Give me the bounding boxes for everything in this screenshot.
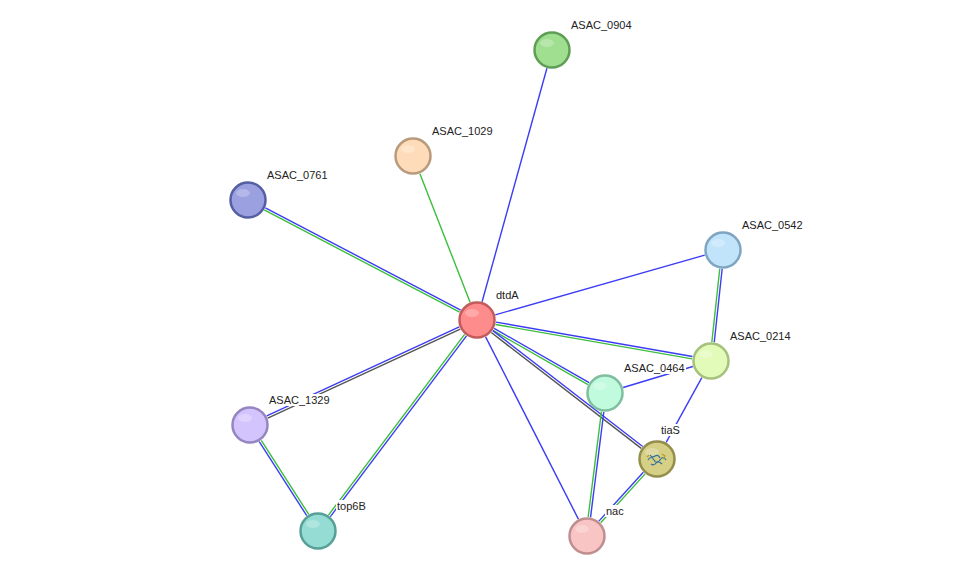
interaction-edge [264,208,460,312]
node-circle [394,137,432,175]
interaction-edge [495,255,704,315]
node-circle [458,301,496,339]
node-circle [586,374,624,412]
interaction-edge [259,440,309,515]
protein-node: nac [568,517,606,555]
edge-line [265,208,460,310]
node-circle [704,231,742,269]
interaction-edge [482,68,547,301]
interaction-edge [328,334,466,516]
interaction-edge [493,328,589,384]
interaction-edge [420,174,470,303]
edge-line [496,322,693,356]
node-label: ASAC_0214 [729,330,792,342]
edge-line [264,210,459,312]
node-label: tiaS [660,424,681,436]
protein-node: ASAC_0542 [704,231,742,269]
edge-line [493,330,588,384]
edge-line [330,336,466,517]
node-circle [231,406,269,444]
edge-line [491,333,641,449]
interaction-edge [588,412,604,518]
node-label: ASAC_1329 [268,394,331,406]
node-circle [533,31,571,69]
protein-node: ASAC_1029 [394,137,432,175]
node-circle [229,181,267,219]
edge-line [493,331,643,447]
node-circle [638,440,676,478]
node-label: ASAC_0542 [741,219,804,231]
protein-node: ASAC_0214 [692,342,730,380]
node-label: ASAC_0904 [570,19,633,31]
interaction-edge [599,472,645,522]
protein-node: tiaS [638,440,676,478]
interaction-edge [491,331,642,449]
node-label: ASAC_0761 [266,169,329,181]
edge-line [601,474,645,523]
edge-line [599,472,643,521]
edge-line [267,327,460,416]
node-circle [568,517,606,555]
edge-line [259,442,306,516]
node-circle [299,512,337,550]
edge-line [494,328,589,382]
interaction-edge [486,337,579,519]
edge-line [712,269,720,342]
edge-line [495,255,704,315]
node-label: ASAC_0464 [623,362,686,374]
node-label: nac [605,505,625,517]
edge-line [482,68,547,301]
interaction-edge [496,322,693,359]
node-label: ASAC_1029 [431,125,494,137]
protein-node: top6B [299,512,337,550]
node-label: top6B [336,500,367,512]
edge-line [486,337,579,519]
protein-node: ASAC_0464 [586,374,624,412]
edge-line [268,329,461,418]
interaction-edge [712,269,722,342]
protein-node: ASAC_0904 [533,31,571,69]
node-label: dtdA [495,289,520,301]
edge-line [496,324,693,358]
edge-line [261,440,308,514]
protein-node: ASAC_1329 [231,406,269,444]
edge-line [420,174,470,303]
interaction-edge [267,327,461,418]
edge-line [588,412,601,517]
protein-node: ASAC_0761 [229,181,267,219]
protein-node: dtdA [458,301,496,339]
edge-line [591,412,604,517]
node-circle [692,342,730,380]
edge-line [328,334,464,515]
